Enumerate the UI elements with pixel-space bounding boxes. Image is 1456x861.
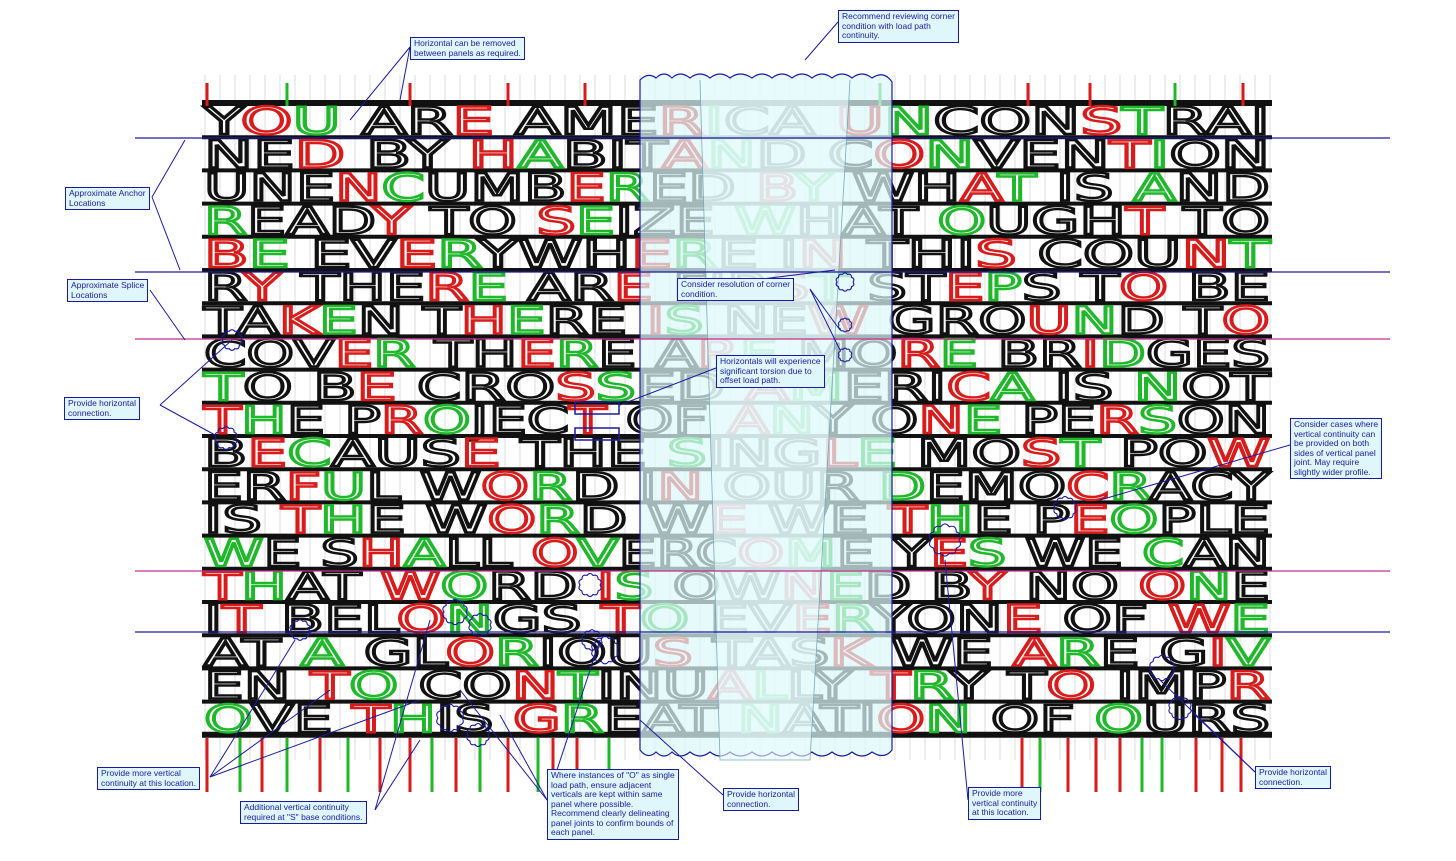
revision-cloud [1149, 654, 1175, 682]
splice-lines [135, 338, 1390, 572]
callout-more-vertical-left: Provide more vertical continuity at this… [97, 767, 200, 790]
corner-panel [639, 73, 893, 761]
callout-horizontal-removed: Horizontal can be removed between panels… [410, 37, 525, 60]
callout-horizontal-connection-right: Provide horizontal connection. [1255, 766, 1332, 789]
callout-corner-condition: Recommend reviewing corner condition wit… [838, 10, 959, 43]
revision-cloud [837, 347, 853, 363]
revision-cloud [1168, 695, 1192, 721]
revision-cloud [214, 425, 238, 451]
revision-cloud [289, 619, 311, 641]
revision-cloud [442, 598, 468, 626]
callout-additional-vertical-s: Additional vertical continuity required … [240, 801, 367, 824]
revision-cloud [436, 703, 464, 733]
callout-horizontal-connection-left: Provide horizontal connection. [64, 397, 141, 420]
callout-horizontal-connection-bottom: Provide horizontal connection. [723, 788, 800, 811]
anchor-lines [135, 137, 1390, 633]
revision-cloud [466, 722, 490, 748]
revision-cloud [221, 329, 243, 351]
callout-torsion: Horizontals will experience significant … [716, 355, 825, 388]
callout-vertical-continuity-cases: Consider cases where vertical continuity… [1290, 418, 1383, 479]
callout-anchor-locations: Approximate Anchor Locations [65, 187, 150, 210]
revision-cloud [928, 523, 962, 557]
revision-cloud [1053, 495, 1077, 521]
revision-cloud [578, 572, 602, 598]
revision-cloud [835, 272, 855, 292]
revision-clouds [214, 272, 1192, 748]
callout-o-single-load-path: Where instances of "O" as single load pa… [547, 769, 679, 840]
letter-row: UNENCUMBERED BY WHAT IS AND [204, 167, 1270, 210]
callout-splice-locations: Approximate Splice Locations [67, 279, 149, 302]
revision-cloud [837, 317, 853, 333]
torsion-markers [574, 401, 620, 441]
callout-more-vertical-right: Provide more vertical continuity at this… [968, 787, 1042, 820]
revision-cloud [468, 612, 492, 638]
callout-corner-resolution: Consider resolution of corner condition. [677, 278, 795, 301]
